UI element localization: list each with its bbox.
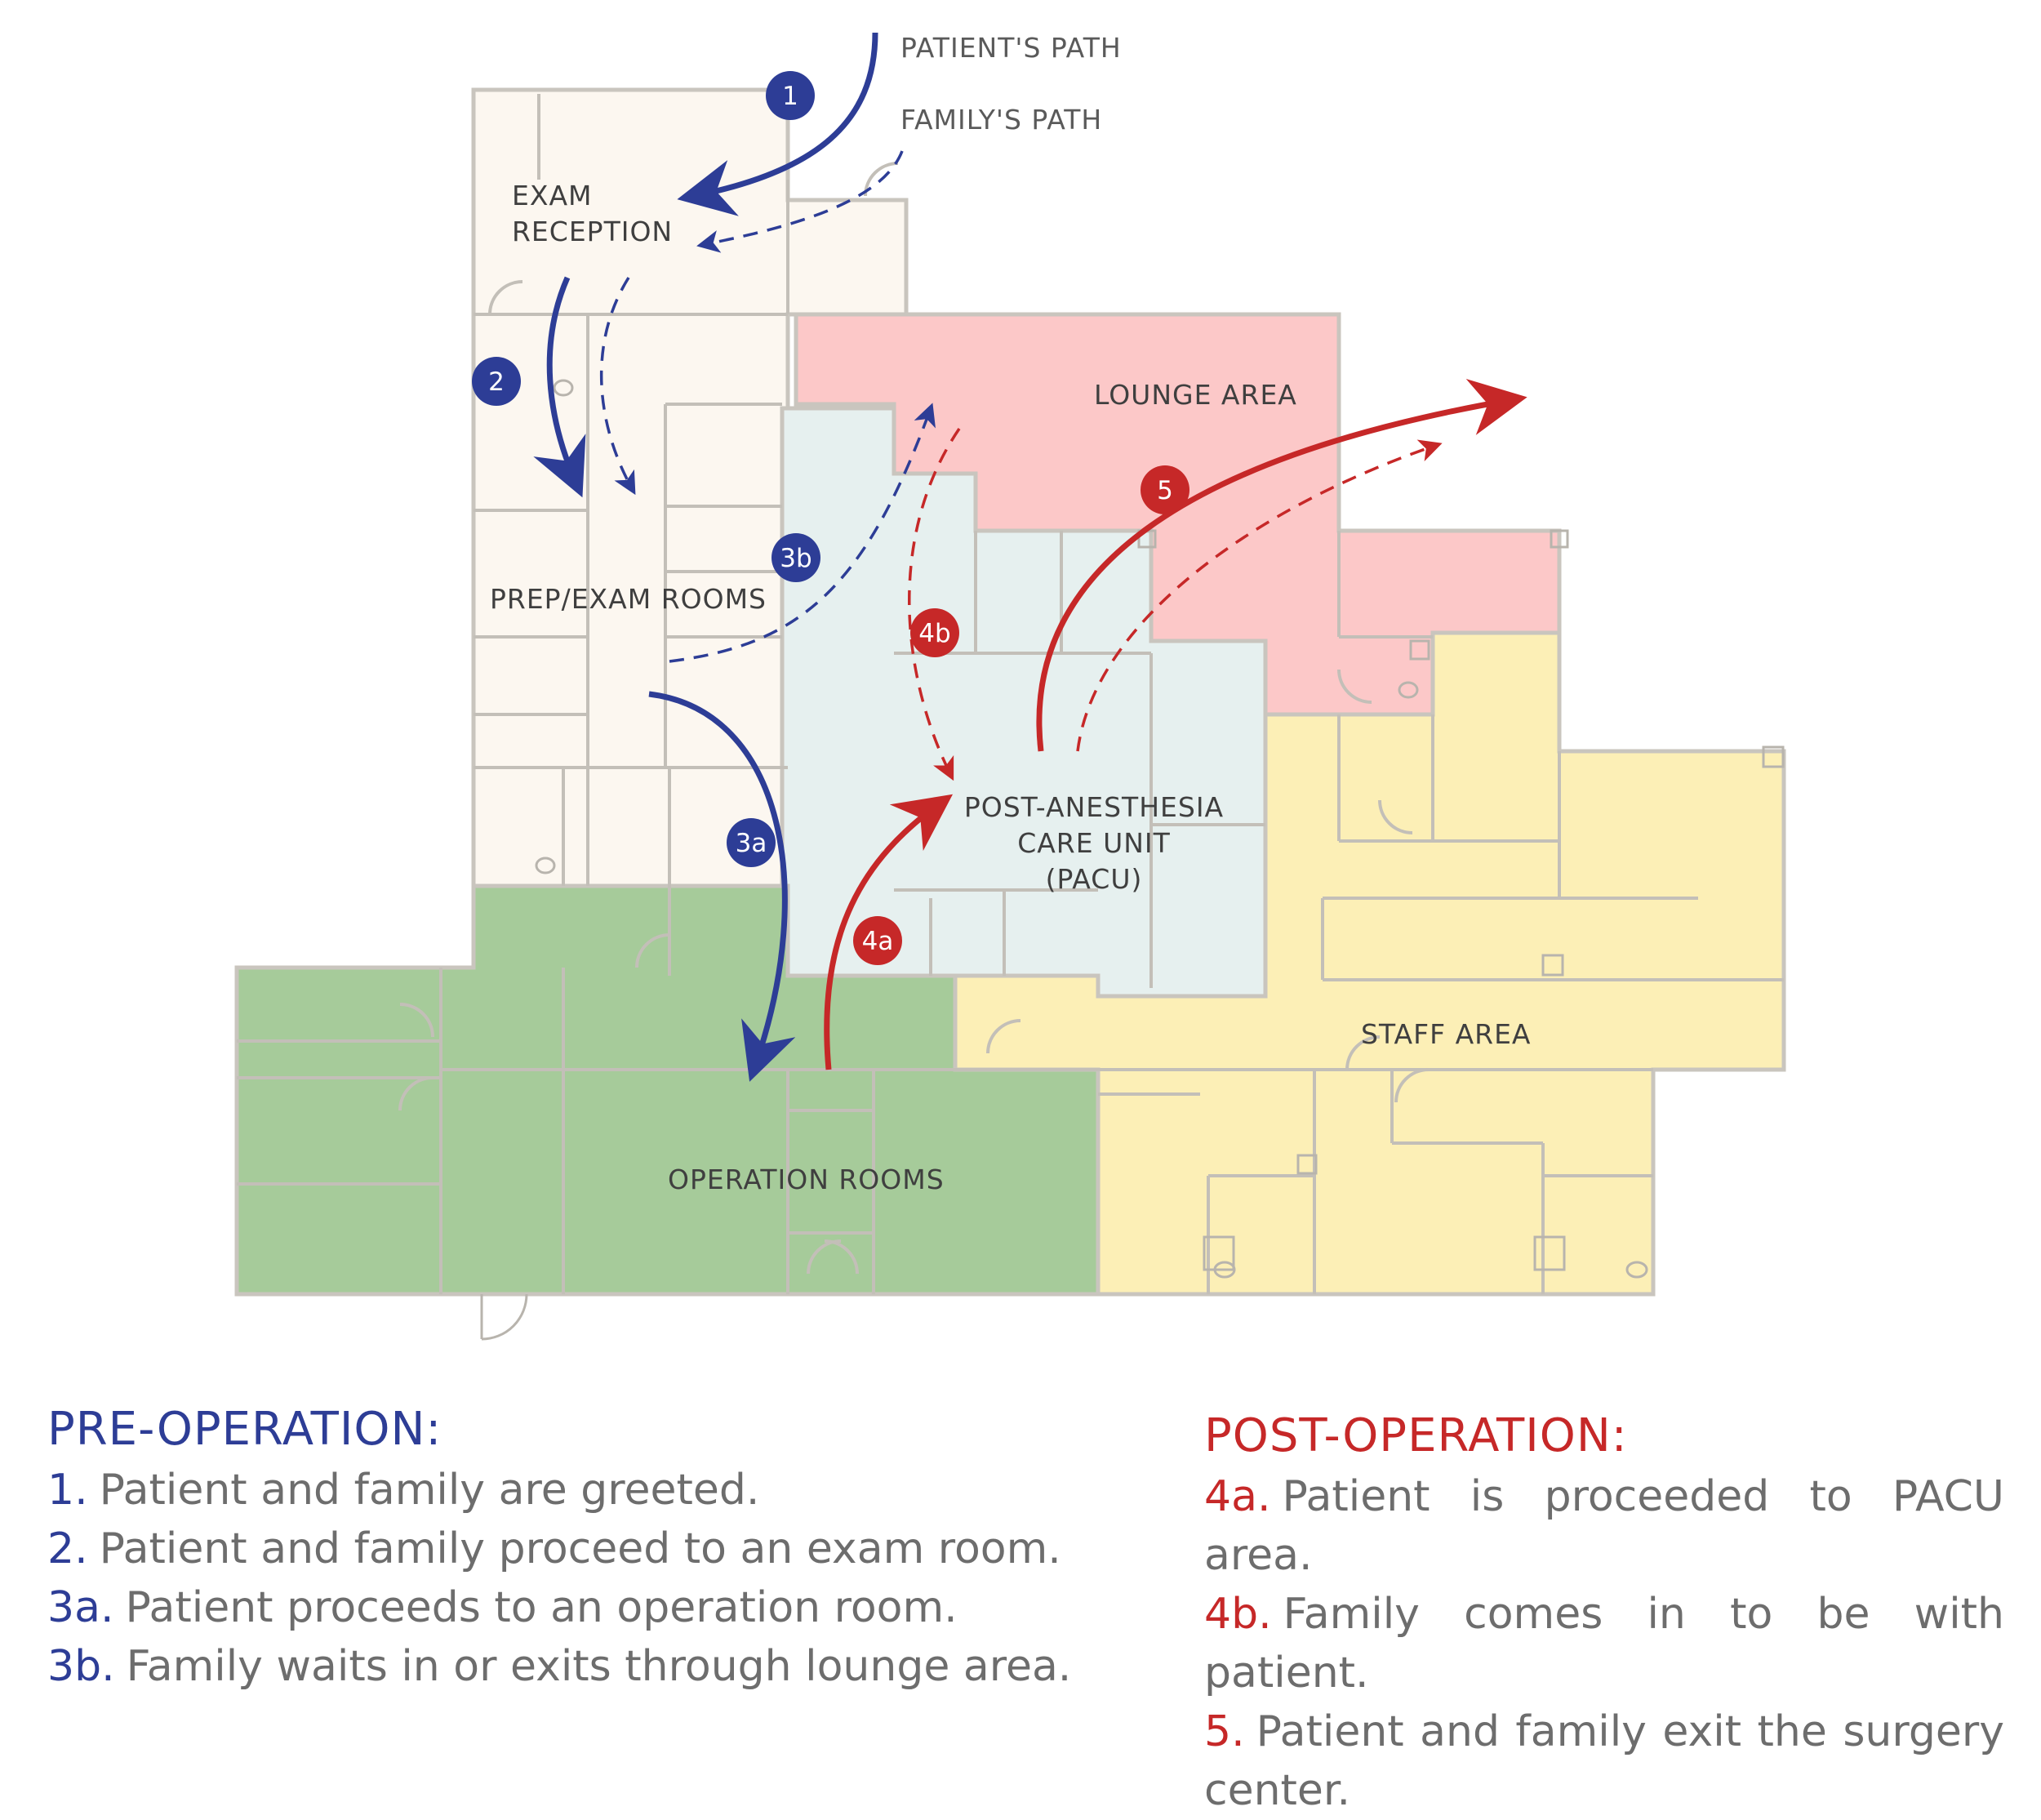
prep-exam-label: PREP/EXAM ROOMS xyxy=(490,583,767,615)
family-path-key: FAMILY'S PATH xyxy=(900,104,1102,136)
exam-reception-label-line2: RECEPTION xyxy=(512,216,673,247)
svg-text:5: 5 xyxy=(1157,476,1173,505)
svg-text:2: 2 xyxy=(488,367,505,397)
pre-op-step: 1.Patient and family are greeted. xyxy=(47,1461,1190,1520)
path-2-patient xyxy=(533,276,586,498)
floor-plan: PATIENT'S PATH FAMILY'S PATH EXAM RECEPT… xyxy=(234,32,1786,1341)
operation-rooms-label: OPERATION ROOMS xyxy=(668,1164,945,1195)
step-number: 3b. xyxy=(47,1642,115,1691)
path-5-family xyxy=(1076,439,1443,752)
interior-walls xyxy=(237,94,1784,1294)
step-text: Patient and family exit the surgery cent… xyxy=(1204,1707,2004,1815)
svg-text:4b: 4b xyxy=(918,619,950,648)
pre-operation-legend: PRE-OPERATION: 1.Patient and family are … xyxy=(47,1403,1190,1696)
post-operation-legend: POST-OPERATION: 4a.Patient is proceeded … xyxy=(1204,1409,2004,1820)
pacu-label-line1: POST-ANESTHESIA xyxy=(964,791,1224,823)
step-number: 4a. xyxy=(1204,1472,1271,1521)
badge-3a: 3a xyxy=(727,818,776,867)
lounge-area-label: LOUNGE AREA xyxy=(1094,379,1297,411)
post-op-step: 5.Patient and family exit the surgery ce… xyxy=(1204,1702,2004,1820)
exterior-door xyxy=(480,1293,528,1341)
path-3b-family xyxy=(669,403,936,663)
pacu-label-line3: (PACU) xyxy=(1046,863,1143,895)
step-number: 3a. xyxy=(47,1583,114,1632)
step-number: 4b. xyxy=(1204,1590,1272,1639)
post-operation-heading: POST-OPERATION: xyxy=(1204,1409,1628,1462)
step-number: 5. xyxy=(1204,1707,1245,1756)
step-text: Patient and family are greeted. xyxy=(99,1466,760,1515)
step-text: Patient proceeds to an operation room. xyxy=(125,1583,958,1632)
patient-paths-post xyxy=(824,378,1527,1070)
badge-5: 5 xyxy=(1141,465,1189,514)
badge-4a: 4a xyxy=(853,916,902,965)
step-text: Patient is proceeded to PACU area. xyxy=(1204,1472,2004,1580)
step-number: 2. xyxy=(47,1524,88,1573)
svg-text:1: 1 xyxy=(782,82,798,111)
zone-staff xyxy=(953,630,1786,1297)
svg-text:4a: 4a xyxy=(862,927,894,956)
badge-3b: 3b xyxy=(771,533,820,582)
post-op-step: 4b.Family comes in to be with patient. xyxy=(1204,1585,2004,1702)
path-1-patient xyxy=(677,32,878,216)
path-3a-patient xyxy=(648,691,796,1082)
fixtures xyxy=(535,379,1785,1279)
pacu-label-line2: CARE UNIT xyxy=(1017,827,1171,859)
pre-operation-heading: PRE-OPERATION: xyxy=(47,1403,442,1456)
badge-2: 2 xyxy=(472,357,521,406)
step-text: Family waits in or exits through lounge … xyxy=(126,1642,1072,1691)
step-text: Family comes in to be with patient. xyxy=(1204,1590,2004,1698)
svg-text:3b: 3b xyxy=(780,544,812,573)
pre-op-step: 3b.Family waits in or exits through loun… xyxy=(47,1637,1190,1696)
path-5-patient xyxy=(1036,378,1527,752)
path-2-family xyxy=(599,277,636,496)
exam-reception-label-line1: EXAM xyxy=(512,180,593,211)
pre-op-step: 3a.Patient proceeds to an operation room… xyxy=(47,1578,1190,1637)
step-number: 1. xyxy=(47,1466,88,1515)
badge-1: 1 xyxy=(766,71,815,120)
svg-text:3a: 3a xyxy=(736,829,767,858)
path-4a-patient xyxy=(824,794,954,1070)
post-op-step: 4a.Patient is proceeded to PACU area. xyxy=(1204,1467,2004,1585)
path-1-family xyxy=(696,150,904,253)
patient-path-key: PATIENT'S PATH xyxy=(900,32,1122,64)
staff-area-label: STAFF AREA xyxy=(1361,1018,1532,1050)
badge-4b: 4b xyxy=(910,608,959,657)
patient-paths-pre xyxy=(533,32,936,1082)
step-text: Patient and family proceed to an exam ro… xyxy=(99,1524,1061,1573)
pre-op-step: 2.Patient and family proceed to an exam … xyxy=(47,1520,1190,1578)
path-4b-family xyxy=(908,428,961,781)
